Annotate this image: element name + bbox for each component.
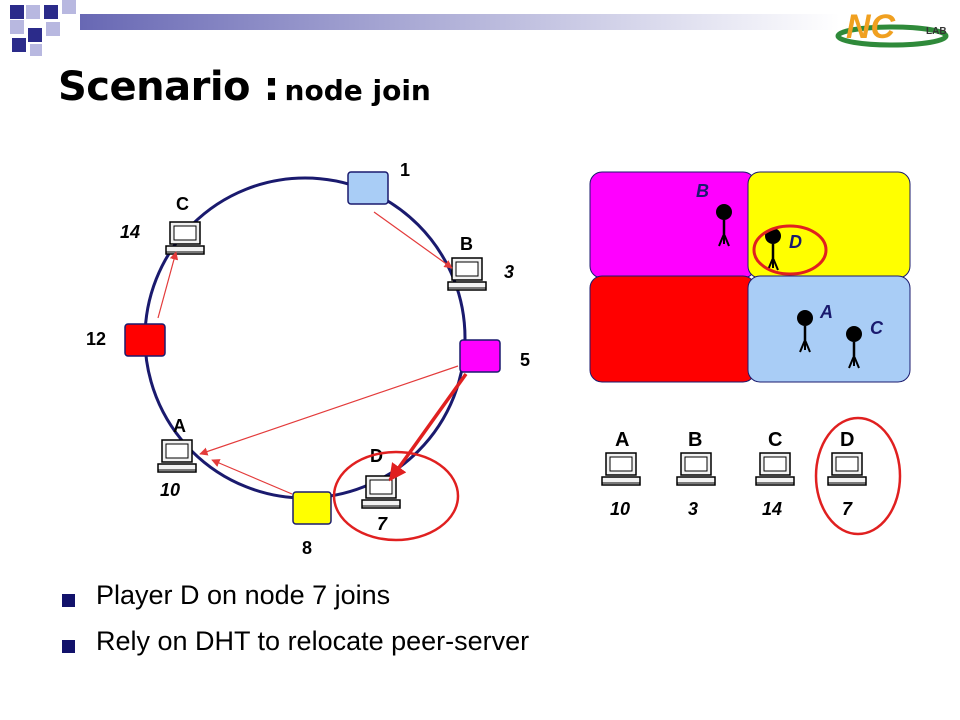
- arrow-8-to-a: [211, 459, 293, 495]
- list-id-d: 7: [842, 499, 853, 519]
- computer-icon: [165, 221, 205, 255]
- logo-text: NC: [846, 8, 896, 46]
- zone-red: [589, 275, 756, 383]
- deco-square: [28, 28, 42, 42]
- bullet-marker: [62, 594, 75, 607]
- deco-square: [30, 44, 42, 56]
- zone-person-c: C: [870, 318, 884, 338]
- arrow-12-to-c: [157, 251, 179, 319]
- deco-square: [26, 5, 40, 19]
- ring-node-label-8: 8: [302, 538, 312, 558]
- player-name-c: C: [176, 194, 189, 214]
- computer-icon: [447, 257, 487, 291]
- zone-lightblue: [747, 275, 911, 383]
- player-id-d: 7: [377, 514, 388, 534]
- player-d-highlight: [332, 450, 460, 542]
- deco-square: [46, 22, 60, 36]
- deco-square: [44, 5, 58, 19]
- list-id-b: 3: [688, 499, 698, 519]
- ring-node-5: [459, 339, 501, 373]
- slide-title: Scenario : node join: [58, 64, 431, 110]
- arrow-5-to-a: [199, 365, 459, 456]
- zone-person-b: B: [696, 181, 709, 201]
- list-name-a: A: [615, 429, 629, 451]
- ring-node-1: [347, 171, 389, 205]
- list-name-c: C: [768, 429, 782, 451]
- zone-magenta: [589, 171, 756, 279]
- computer-icon: [676, 452, 716, 486]
- ring-node-label-1: 1: [400, 160, 410, 180]
- title-main: Scenario :: [58, 64, 279, 110]
- player-name-a: A: [173, 416, 186, 436]
- deco-square: [62, 0, 76, 14]
- bullet-marker: [62, 640, 75, 653]
- bullet-text: Rely on DHT to relocate peer-server: [96, 626, 530, 656]
- arrow-5-to-d: [388, 372, 468, 482]
- person-d-highlight: [752, 224, 828, 276]
- list-d-highlight: [814, 416, 902, 536]
- computer-icon: [755, 452, 795, 486]
- bullet-text: Player D on node 7 joins: [96, 580, 391, 610]
- list-name-b: B: [688, 429, 702, 451]
- logo-subtext: LAB: [926, 26, 947, 37]
- player-id-b: 3: [504, 262, 514, 282]
- ring-node-label-12: 12: [86, 329, 106, 349]
- player-name-d: D: [370, 446, 383, 466]
- list-name-d: D: [840, 429, 854, 451]
- player-id-c: 14: [120, 222, 140, 242]
- deco-square: [10, 5, 24, 19]
- nc-lab-logo: NC LAB: [835, 8, 949, 48]
- player-id-a: 10: [160, 480, 180, 500]
- header-decoration: [10, 0, 840, 56]
- zone-person-a: A: [819, 302, 833, 322]
- computer-icon: [827, 452, 867, 486]
- player-name-b: B: [460, 234, 473, 254]
- ring-node-label-5: 5: [520, 350, 530, 370]
- computer-icon: [601, 452, 641, 486]
- deco-square: [12, 38, 26, 52]
- list-id-a: 10: [610, 499, 630, 519]
- list-id-c: 14: [762, 499, 782, 519]
- computer-icon: [361, 475, 401, 509]
- computer-icon: [157, 439, 197, 473]
- ring-node-12: [124, 323, 166, 357]
- arrow-1-to-b: [373, 211, 453, 269]
- header-bar: [80, 14, 840, 30]
- title-sub: node join: [284, 74, 431, 107]
- deco-square: [10, 20, 24, 34]
- zone-person-d: D: [789, 232, 802, 252]
- ring-node-8: [292, 491, 332, 525]
